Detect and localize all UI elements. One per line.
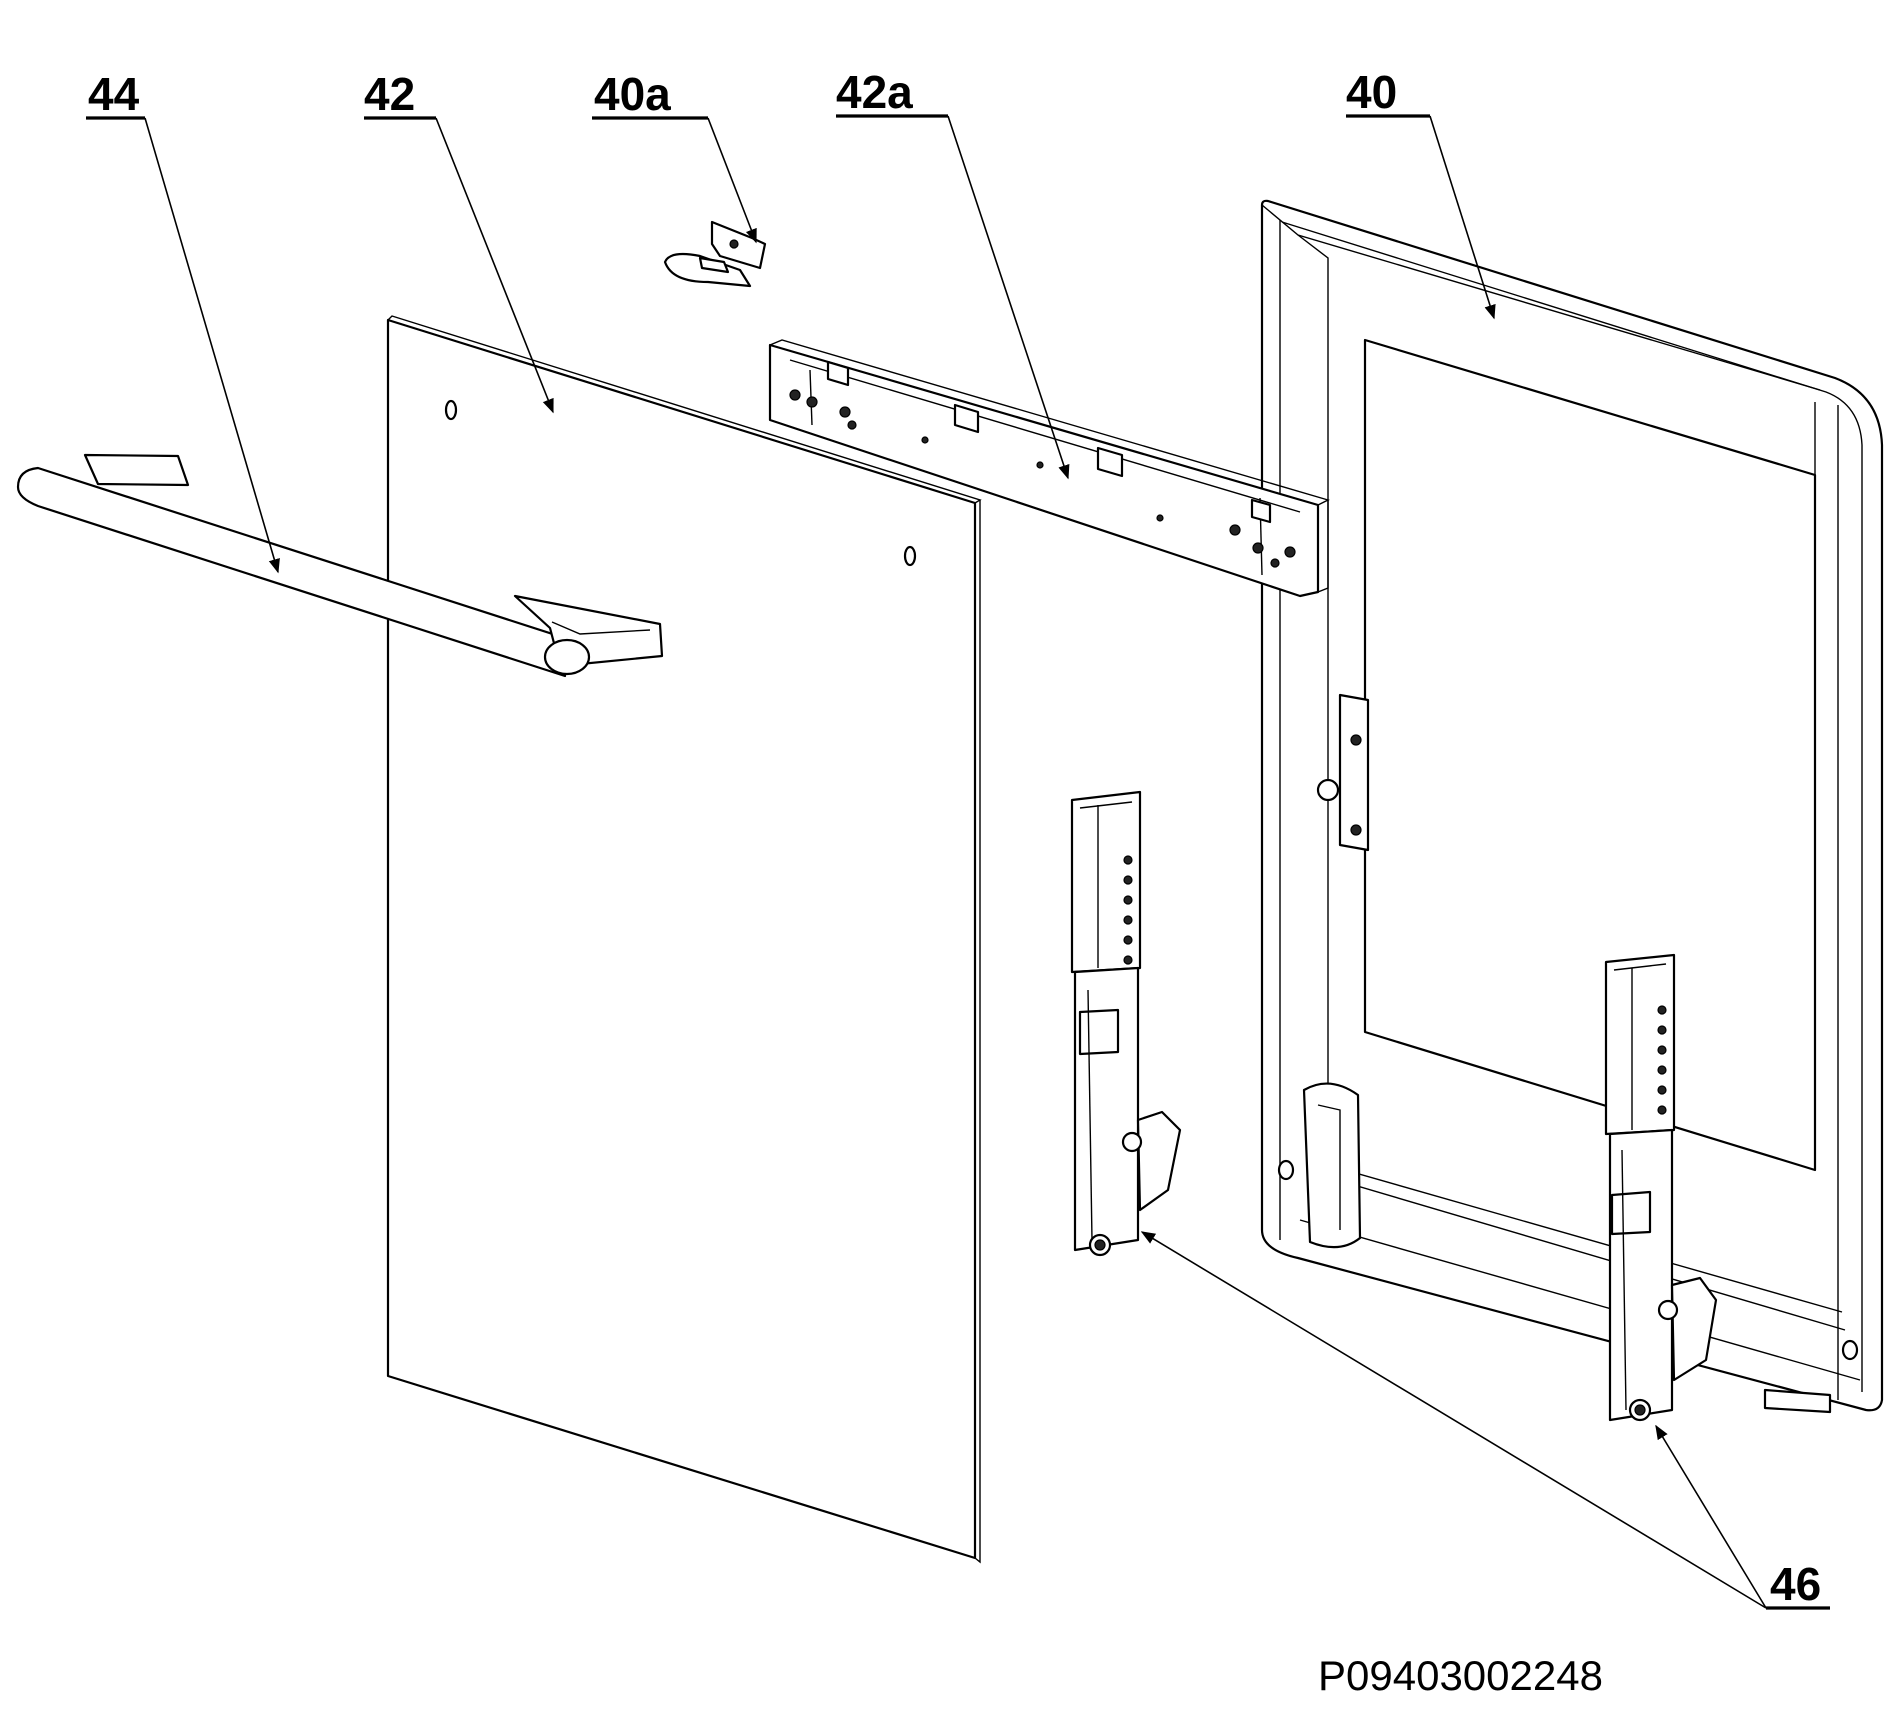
leader-lines xyxy=(86,114,1830,1610)
callout-40: 40 xyxy=(1346,66,1397,118)
hinge-right xyxy=(1604,953,1718,1422)
callout-42: 42 xyxy=(364,68,415,120)
door-clip xyxy=(663,220,767,288)
inner-door-frame xyxy=(1260,199,1884,1414)
outer-glass-panel xyxy=(386,315,982,1564)
hinge-right-teeth xyxy=(1657,1005,1667,1115)
callout-44: 44 xyxy=(88,68,140,120)
callout-46: 46 xyxy=(1770,1558,1821,1610)
callout-40a: 40a xyxy=(594,68,671,120)
hinge-left-teeth xyxy=(1123,855,1133,965)
hinge-left xyxy=(1070,790,1182,1257)
callout-42a: 42a xyxy=(836,66,913,118)
top-rail xyxy=(768,339,1330,598)
door-handle xyxy=(16,453,664,678)
drawing-reference-code: P09403002248 xyxy=(1318,1652,1603,1699)
